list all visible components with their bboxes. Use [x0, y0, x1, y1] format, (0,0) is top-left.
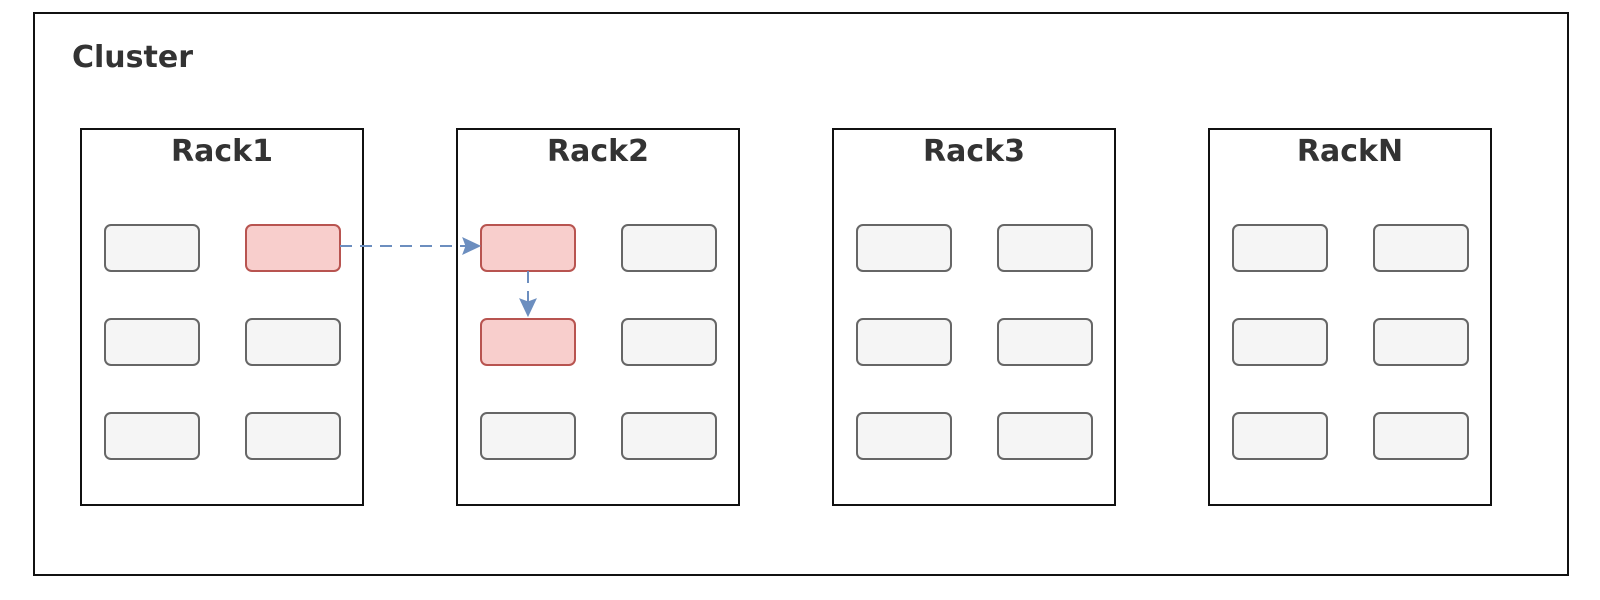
rack-title: Rack1 — [171, 134, 273, 169]
node — [1232, 412, 1328, 460]
node-highlighted — [480, 224, 576, 272]
node — [621, 318, 717, 366]
node — [621, 224, 717, 272]
node — [480, 412, 576, 460]
rack-title: RackN — [1296, 134, 1404, 169]
node — [104, 412, 200, 460]
rack-title: Rack3 — [923, 134, 1025, 169]
node — [245, 318, 341, 366]
rack-3 — [832, 128, 1116, 506]
arrowhead-right — [462, 237, 482, 255]
node — [104, 318, 200, 366]
node — [1373, 318, 1469, 366]
node — [1232, 224, 1328, 272]
node — [1373, 412, 1469, 460]
node — [856, 318, 952, 366]
rack-1 — [80, 128, 364, 506]
cluster-container — [33, 12, 1569, 576]
rack-title: Rack2 — [547, 134, 649, 169]
node — [997, 318, 1093, 366]
cluster-title: Cluster — [72, 40, 193, 75]
node — [104, 224, 200, 272]
node — [1373, 224, 1469, 272]
node — [856, 412, 952, 460]
node-highlighted — [480, 318, 576, 366]
node — [856, 224, 952, 272]
arrowhead-down — [519, 298, 537, 318]
node — [245, 412, 341, 460]
node — [621, 412, 717, 460]
node — [1232, 318, 1328, 366]
node — [997, 412, 1093, 460]
rack-n — [1208, 128, 1492, 506]
node-highlighted — [245, 224, 341, 272]
rack-2 — [456, 128, 740, 506]
node — [997, 224, 1093, 272]
